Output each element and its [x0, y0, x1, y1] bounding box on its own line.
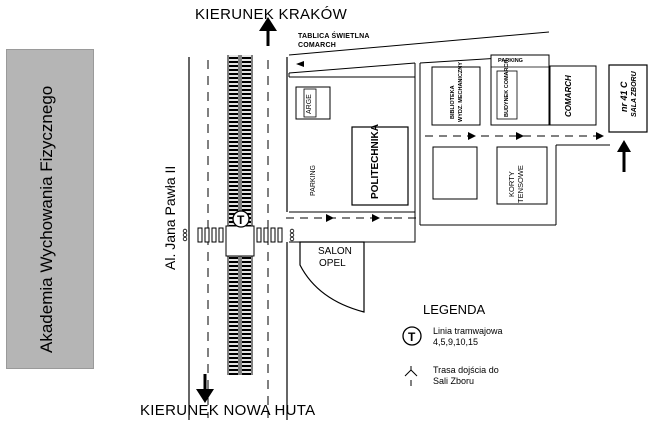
budynek-label: BUDYNEK COMARCH [504, 59, 510, 117]
lower-building [432, 146, 478, 200]
direction-north: KIERUNEK KRAKÓW [195, 6, 348, 23]
legend-tram-icon [402, 326, 422, 346]
arge-label: ARGE [306, 94, 313, 114]
comarch-sign-label: COMARCH [298, 42, 336, 49]
tram-stop-letter: T [237, 213, 245, 227]
parking-top-label: PARKING [498, 58, 523, 64]
tensowe-label: TENSOWE [516, 165, 525, 203]
sala-nr-label: nr 41 C [619, 81, 629, 112]
legend-route-2: Sali Zboru [433, 376, 475, 386]
wydz-mech-label: WYDZ. MECHANICZNY [458, 62, 464, 122]
korty-tensowe-building [496, 146, 548, 205]
north-arrow-icon [259, 17, 277, 46]
direction-south: KIERUNEK NOWA HUTA [140, 402, 316, 419]
legend-tram-numbers: 4,5,9,10,15 [433, 337, 479, 347]
politechnika-building [351, 126, 409, 206]
salon-opel-building [299, 241, 365, 313]
politechnika-label: POLITECHNIKA [370, 124, 381, 199]
opel-label: OPEL [319, 258, 346, 269]
legend-title: LEGENDA [423, 302, 486, 317]
legend-tram-line: Linia tramwajowa [433, 326, 503, 336]
legend-tram-letter: T [408, 330, 416, 344]
entrance-arrow-icon [617, 140, 631, 172]
sidebar-panel [6, 49, 94, 369]
salon-label: SALON [318, 246, 352, 257]
tram-stop-icon [232, 210, 250, 228]
traffic-light-label: TABLICA ŚWIETLNA [298, 33, 370, 40]
comarch-building [549, 65, 597, 126]
pedestrian-crossing [197, 227, 283, 243]
street-name: Al. Jana Pawła II [162, 165, 178, 270]
comarch-building-label: COMARCH [564, 75, 573, 117]
biblioteka-label: BIBLIOTEKA [450, 85, 456, 119]
parking-label: PARKING [310, 165, 317, 196]
korty-label: KORTY [507, 171, 516, 197]
legend-route-icon [404, 366, 418, 386]
sala-zboru-building [608, 64, 648, 133]
sala-name-label: SALA ZBORU [631, 71, 638, 117]
north-road-top [288, 31, 550, 56]
traffic-light-icon [182, 228, 295, 242]
south-arrow-icon [196, 374, 214, 403]
tram-stop-platform [225, 225, 255, 257]
biblioteka-building [431, 66, 481, 126]
legend-route-1: Trasa dojścia do [433, 365, 499, 375]
